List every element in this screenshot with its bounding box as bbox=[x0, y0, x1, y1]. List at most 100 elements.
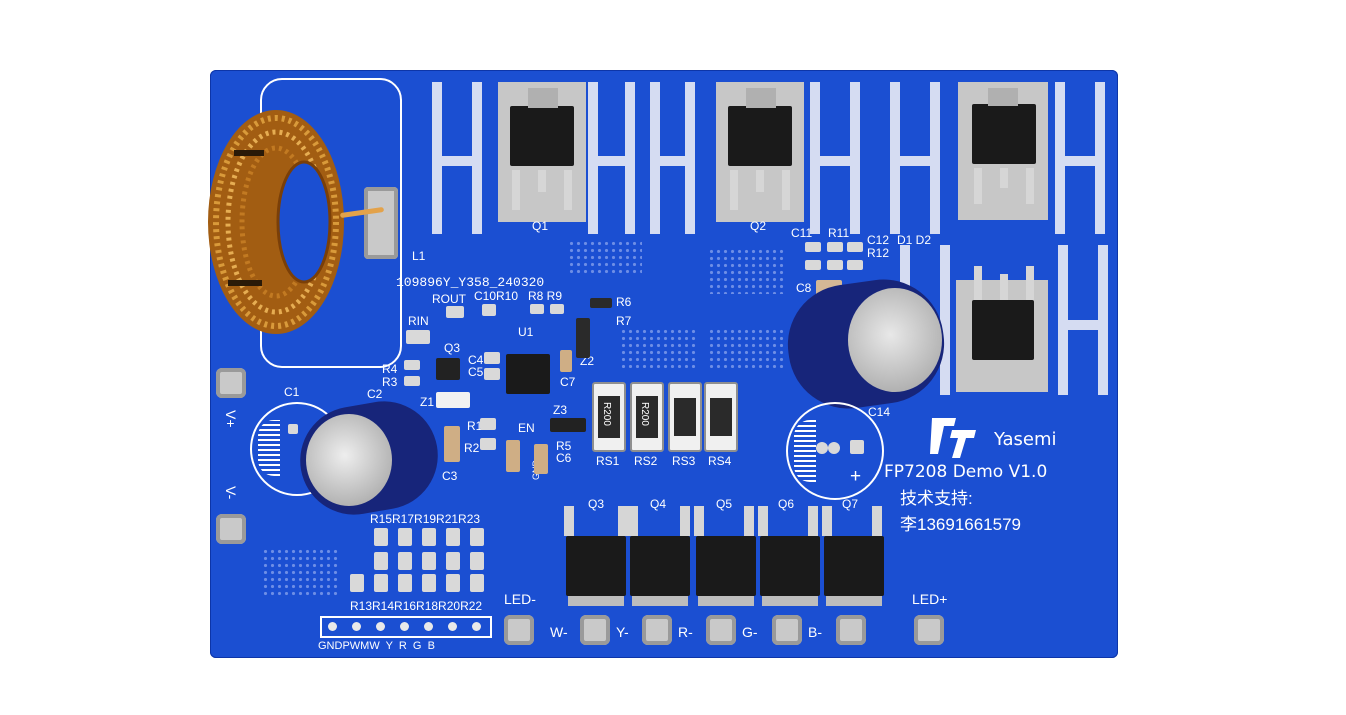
label-c11: C11 bbox=[791, 226, 813, 240]
label-b: B- bbox=[808, 624, 822, 640]
w-pad[interactable] bbox=[580, 615, 610, 645]
smd-r7 bbox=[576, 318, 590, 358]
label-r2: R2 bbox=[464, 441, 480, 455]
label-led-minus: LED- bbox=[504, 591, 536, 607]
smd-c6 bbox=[534, 444, 548, 474]
rs2-marking: R200 bbox=[639, 402, 650, 426]
c14-footprint-hatch bbox=[794, 420, 816, 482]
smd-rout bbox=[446, 306, 464, 318]
label-c14: C14 bbox=[868, 405, 891, 419]
label-q6: Q6 bbox=[778, 497, 795, 511]
vminus-pad[interactable] bbox=[216, 514, 246, 544]
smd-r11 bbox=[827, 242, 843, 252]
smd-en bbox=[506, 440, 520, 472]
label-d1d2: D1 D2 bbox=[897, 233, 932, 247]
smd-r8 bbox=[530, 304, 544, 314]
label-r-top-row: R15R17R19R21R23 bbox=[370, 512, 481, 526]
label-w: W- bbox=[550, 624, 568, 640]
label-z2: Z2 bbox=[580, 354, 595, 368]
c14-pad-round-2 bbox=[828, 442, 840, 454]
c14-footprint bbox=[786, 402, 884, 500]
label-r8r9: R8 R9 bbox=[528, 289, 563, 303]
smd-z3 bbox=[550, 418, 586, 432]
via-field-4 bbox=[708, 328, 786, 368]
c14-pad-round bbox=[816, 442, 828, 454]
smd-c11 bbox=[805, 242, 821, 252]
capacitor-c14-top bbox=[848, 288, 942, 392]
shunt-rs1: R200 bbox=[592, 382, 626, 452]
label-r1: R1 bbox=[467, 419, 483, 433]
smd-c7 bbox=[560, 350, 572, 372]
label-q2: Q2 bbox=[750, 219, 767, 233]
label-r7: R7 bbox=[616, 314, 632, 328]
smd-d2 bbox=[847, 260, 863, 270]
label-q7: Q7 bbox=[842, 497, 859, 511]
label-c6: C6 bbox=[556, 451, 572, 465]
smd-c4 bbox=[484, 352, 500, 364]
led-minus-pad[interactable] bbox=[504, 615, 534, 645]
label-r5: R5 bbox=[556, 439, 572, 453]
brand-name: Yasemi bbox=[994, 429, 1057, 450]
smd-r3 bbox=[404, 376, 420, 386]
smd-r4 bbox=[404, 360, 420, 370]
label-q5: Q5 bbox=[716, 497, 733, 511]
inductor-pad bbox=[364, 187, 398, 259]
label-c1: C1 bbox=[284, 385, 300, 399]
label-r3: R3 bbox=[382, 375, 398, 389]
label-rs4: RS4 bbox=[708, 454, 732, 468]
label-u1: U1 bbox=[518, 325, 534, 339]
r-pad[interactable] bbox=[706, 615, 736, 645]
label-header: GNDPWMW Y R G B bbox=[318, 640, 435, 652]
label-led-plus: LED+ bbox=[912, 591, 948, 607]
label-c8: C8 bbox=[796, 281, 812, 295]
label-z1: Z1 bbox=[420, 395, 435, 409]
shunt-rs2: R200 bbox=[630, 382, 664, 452]
c1-footprint-hatch bbox=[258, 420, 280, 476]
smd-r9 bbox=[550, 304, 564, 314]
label-r-bottom-row: R13R14R16R18R20R22 bbox=[350, 599, 483, 613]
label-c12: C12 bbox=[867, 233, 890, 247]
toroid-inductor-l1 bbox=[208, 110, 344, 334]
g-pad[interactable] bbox=[772, 615, 802, 645]
pcb-board: L1 109896Y_Y358_240320 Q1 bbox=[208, 70, 1118, 658]
vplus-pad[interactable] bbox=[216, 368, 246, 398]
label-g: G- bbox=[742, 624, 758, 640]
label-r12: R12 bbox=[867, 246, 890, 260]
label-vminus: V- bbox=[223, 486, 239, 500]
smd-r12 bbox=[805, 260, 821, 270]
board-title: FP7208 Demo V1.0 bbox=[884, 462, 1048, 482]
signal-header[interactable] bbox=[320, 616, 492, 638]
c1-pad-square bbox=[288, 424, 298, 434]
label-l1: L1 bbox=[412, 249, 426, 263]
label-z3: Z3 bbox=[553, 403, 568, 417]
via-field-1 bbox=[568, 240, 642, 274]
b-pad[interactable] bbox=[836, 615, 866, 645]
label-rs3: RS3 bbox=[672, 454, 696, 468]
smd-c3 bbox=[444, 426, 460, 462]
support-contact: 李13691661579 bbox=[900, 515, 1022, 534]
shunt-rs4 bbox=[704, 382, 738, 452]
label-rin: RIN bbox=[408, 314, 429, 328]
smd-c10 bbox=[482, 304, 496, 316]
label-q4: Q4 bbox=[650, 497, 667, 511]
c14-pad-square bbox=[850, 440, 864, 454]
y-pad[interactable] bbox=[642, 615, 672, 645]
smd-r2 bbox=[480, 438, 496, 450]
label-c2: C2 bbox=[367, 387, 383, 401]
label-c5: C5 bbox=[468, 365, 484, 379]
capacitor-c2-top bbox=[306, 414, 392, 506]
smd-r6 bbox=[590, 298, 612, 308]
ic-u1 bbox=[506, 354, 550, 394]
smd-d1 bbox=[827, 260, 843, 270]
label-rs2: RS2 bbox=[634, 454, 658, 468]
label-c4: C4 bbox=[468, 353, 484, 367]
label-q3: Q3 bbox=[588, 497, 605, 511]
led-plus-pad[interactable] bbox=[914, 615, 944, 645]
label-en: EN bbox=[518, 421, 535, 435]
label-q3-small: Q3 bbox=[444, 341, 461, 355]
rs1-marking: R200 bbox=[601, 402, 612, 426]
smd-q3-small bbox=[436, 358, 460, 380]
support-label: 技术支持: bbox=[900, 489, 973, 508]
label-r: R- bbox=[678, 624, 693, 640]
board-code: 109896Y_Y358_240320 bbox=[396, 275, 545, 290]
